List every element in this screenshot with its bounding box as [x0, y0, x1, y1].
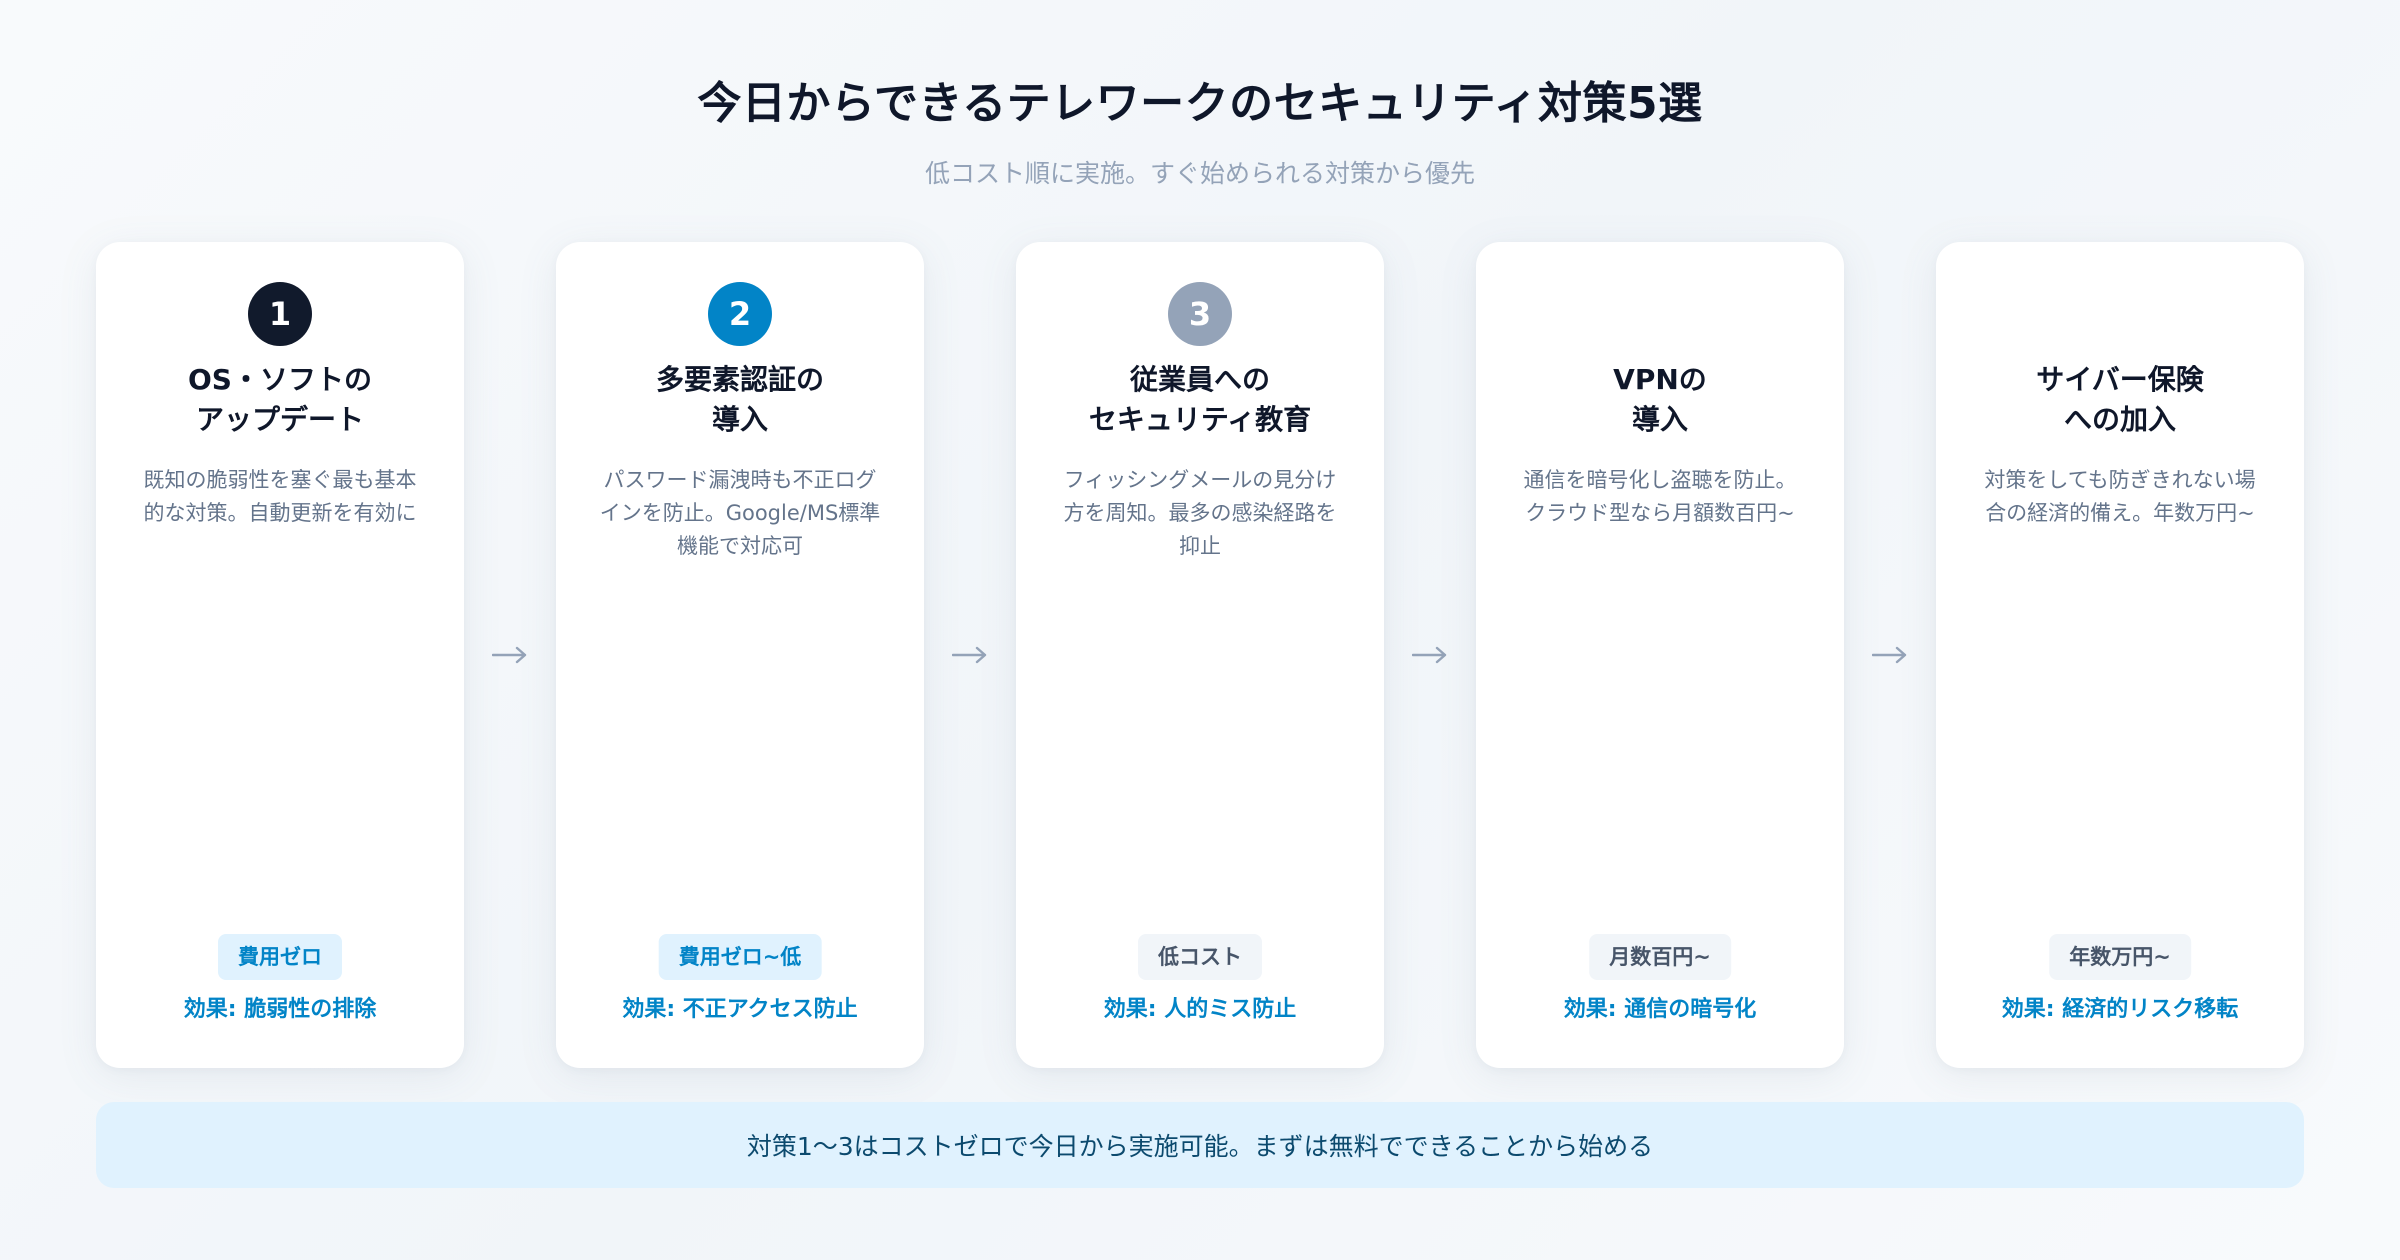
- arrow-right-icon: [1384, 242, 1476, 1068]
- measure-card-2: 2 多要素認証の 導入 パスワード漏洩時も不正ログ インを防止。Google/M…: [556, 242, 924, 1068]
- step-number-badge: 1: [248, 282, 312, 346]
- card-description: フィッシングメールの見分け 方を周知。最多の感染経路を 抑止: [1063, 468, 1337, 558]
- cost-badge: 低コスト: [1138, 934, 1262, 980]
- card-description: 通信を暗号化し盗聴を防止。 クラウド型なら月額数百円~: [1523, 468, 1797, 525]
- page-title: 今日からできるテレワークのセキュリティ対策5選: [697, 78, 1703, 129]
- summary-callout: 対策1〜3はコストゼロで今日から実施可能。まずは無料でできることから始める: [96, 1102, 2304, 1188]
- measure-card-4: VPNの 導入 通信を暗号化し盗聴を防止。 クラウド型なら月額数百円~ 月数百円…: [1476, 242, 1844, 1068]
- effect-label: 効果: 不正アクセス防止: [622, 997, 858, 1022]
- cost-badge: 年数万円~: [2049, 934, 2191, 980]
- cost-badge: 費用ゼロ: [218, 934, 342, 980]
- cost-badge: 月数百円~: [1589, 934, 1731, 980]
- effect-label: 効果: 経済的リスク移転: [2001, 997, 2239, 1022]
- step-number-badge: 3: [1168, 282, 1232, 346]
- card-title: VPNの 導入: [1613, 363, 1707, 436]
- measures-flow: 1 OS・ソフトの アップデート 既知の脆弱性を塞ぐ最も基本 的な対策。自動更新…: [96, 242, 2304, 1068]
- step-number-badge: 2: [708, 282, 772, 346]
- card-title: サイバー保険 への加入: [2036, 363, 2204, 436]
- card-description: 既知の脆弱性を塞ぐ最も基本 的な対策。自動更新を有効に: [143, 468, 417, 525]
- card-title: 従業員への セキュリティ教育: [1088, 363, 1312, 436]
- cost-badge: 費用ゼロ~低: [658, 934, 822, 980]
- measure-card-5: サイバー保険 への加入 対策をしても防ぎきれない場 合の経済的備え。年数万円~ …: [1936, 242, 2304, 1068]
- summary-text: 対策1〜3はコストゼロで今日から実施可能。まずは無料でできることから始める: [746, 1132, 1654, 1161]
- card-description: パスワード漏洩時も不正ログ インを防止。Google/MS標準 機能で対応可: [599, 468, 881, 558]
- effect-label: 効果: 脆弱性の排除: [183, 997, 377, 1022]
- card-description: 対策をしても防ぎきれない場 合の経済的備え。年数万円~: [1984, 468, 2256, 525]
- card-title: OS・ソフトの アップデート: [188, 363, 372, 436]
- measure-card-1: 1 OS・ソフトの アップデート 既知の脆弱性を塞ぐ最も基本 的な対策。自動更新…: [96, 242, 464, 1068]
- effect-label: 効果: 通信の暗号化: [1563, 997, 1757, 1022]
- page-subtitle: 低コスト順に実施。すぐ始められる対策から優先: [924, 159, 1475, 188]
- arrow-right-icon: [1844, 242, 1936, 1068]
- arrow-right-icon: [464, 242, 556, 1068]
- effect-label: 効果: 人的ミス防止: [1103, 997, 1297, 1022]
- measure-card-3: 3 従業員への セキュリティ教育 フィッシングメールの見分け 方を周知。最多の感…: [1016, 242, 1384, 1068]
- card-title: 多要素認証の 導入: [655, 363, 824, 436]
- header: 今日からできるテレワークのセキュリティ対策5選 低コスト順に実施。すぐ始められる…: [0, 72, 2400, 192]
- arrow-right-icon: [924, 242, 1016, 1068]
